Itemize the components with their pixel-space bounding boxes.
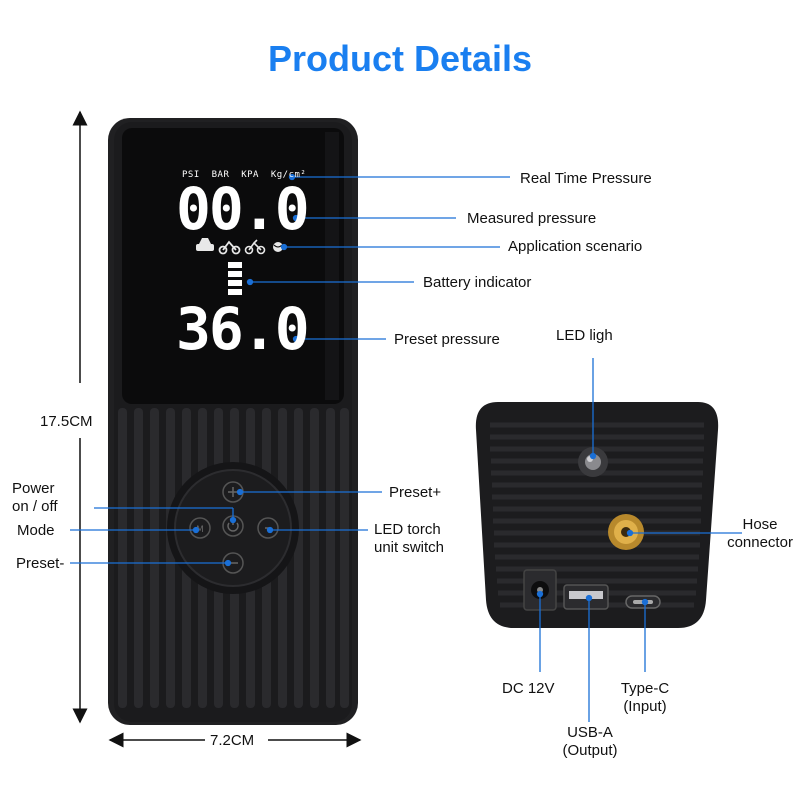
led-light-icon xyxy=(578,447,608,477)
label-led-torch-line1: LED torch xyxy=(374,521,441,538)
label-battery-indicator: Battery indicator xyxy=(423,274,532,291)
label-preset-minus: Preset- xyxy=(16,555,65,572)
label-led-torch-line2: unit switch xyxy=(374,539,445,556)
label-hose-line1: Hose xyxy=(742,516,778,533)
width-dimension-label: 7.2CM xyxy=(210,732,255,749)
label-usb-a: USB-A (Output) xyxy=(550,724,630,760)
label-power: Power on / off xyxy=(12,480,58,516)
label-usb-a-line2: (Output) xyxy=(562,742,618,759)
label-power-line1: Power xyxy=(12,480,55,497)
label-usb-a-line1: USB-A xyxy=(567,724,613,741)
page-title: Product Details xyxy=(267,38,533,79)
unit-kpa: KPA xyxy=(241,170,259,180)
label-led-torch: LED torch unit switch xyxy=(374,521,444,557)
label-preset-pressure: Preset pressure xyxy=(394,331,500,348)
label-type-c-line2: (Input) xyxy=(623,698,667,715)
dc-port-icon xyxy=(523,569,557,611)
bicycle-icon xyxy=(244,239,266,255)
label-type-c: Type-C (Input) xyxy=(606,680,684,716)
label-real-time-pressure: Real Time Pressure xyxy=(520,170,652,187)
label-mode: Mode xyxy=(17,522,55,539)
height-dimension-label: 17.5CM xyxy=(40,413,93,430)
label-hose-connector: Hose connector xyxy=(720,516,800,552)
measured-pressure-readout: 00.0 xyxy=(176,175,310,243)
label-dc-12v: DC 12V xyxy=(502,680,555,697)
hose-connector-icon xyxy=(608,514,644,550)
unit-kgcm2: Kg/cm² xyxy=(270,170,307,180)
label-measured-pressure: Measured pressure xyxy=(467,210,597,227)
label-preset-plus: Preset+ xyxy=(389,484,442,501)
unit-psi: PSI xyxy=(182,170,200,180)
motorcycle-icon xyxy=(218,240,241,255)
label-application-scenario: Application scenario xyxy=(508,238,643,255)
preset-pressure-readout: 36.0 xyxy=(176,295,310,363)
label-led-light: LED ligh xyxy=(556,327,613,344)
mode-button[interactable]: M xyxy=(189,517,211,539)
car-icon xyxy=(196,238,214,251)
label-type-c-line1: Type-C xyxy=(620,680,670,697)
usb-a-port-icon xyxy=(563,584,609,610)
label-hose-line2: connector xyxy=(727,534,793,551)
label-power-line2: on / off xyxy=(12,498,58,515)
unit-bar: BAR xyxy=(211,170,230,180)
battery-indicator-bars xyxy=(228,262,242,295)
callout-lines xyxy=(70,173,742,722)
svg-text:M: M xyxy=(196,525,204,535)
lcd-units: PSI BAR KPA Kg/cm² xyxy=(182,170,306,180)
control-dial xyxy=(167,462,299,594)
